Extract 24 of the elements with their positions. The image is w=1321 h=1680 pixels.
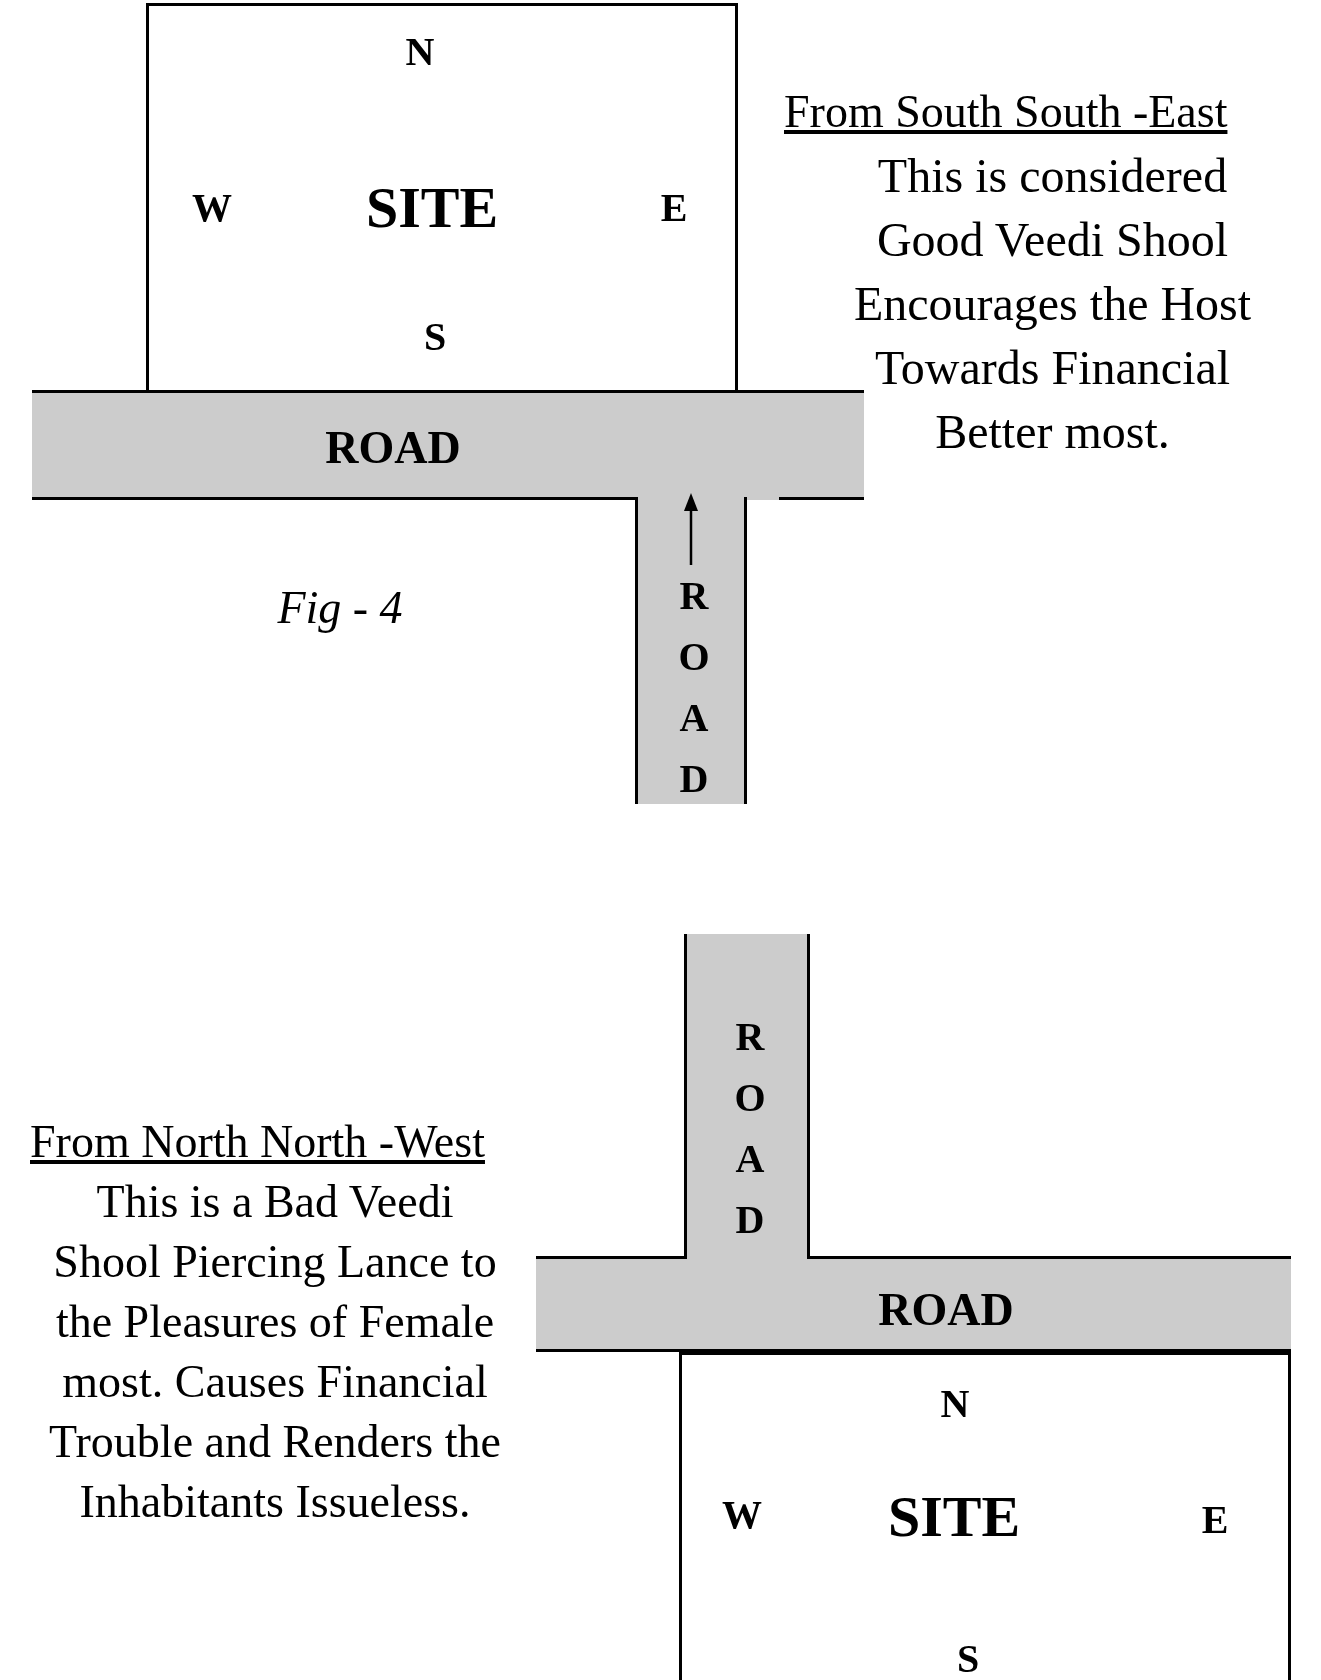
- compass-letter: W: [192, 183, 232, 231]
- compass-letter: S: [956, 1634, 980, 1680]
- note-text: This is a Bad Veedi Shool Piercing Lance to the Pleasures of Female most. Causes Financial Trouble and Renders the Inhabitants Issueless.: [48, 1175, 502, 1529]
- site-name: SITE: [887, 1482, 1021, 1550]
- figure-caption: Fig - 4: [276, 581, 404, 635]
- note-text: This is considered Good Veedi Shool Encourages the Host Towards Financial Better most.: [852, 148, 1253, 460]
- compass-letter: N: [940, 1379, 970, 1427]
- note-heading: From North North -West: [30, 1115, 486, 1169]
- compass-letter: W: [722, 1490, 762, 1538]
- site-name: SITE: [365, 173, 499, 241]
- road-name: ROAD: [325, 420, 461, 474]
- road-name: ROAD: [670, 573, 718, 817]
- note-heading: From South South -East: [784, 85, 1229, 139]
- road-band: [684, 934, 810, 1259]
- compass-letter: E: [660, 183, 688, 231]
- road-name: ROAD: [878, 1282, 1014, 1336]
- road-name: ROAD: [726, 1014, 774, 1258]
- road-band: [536, 1256, 1291, 1352]
- road-band: [32, 390, 864, 500]
- site-plot: [146, 3, 738, 393]
- compass-letter: N: [405, 27, 435, 75]
- compass-letter: S: [423, 312, 447, 360]
- compass-letter: E: [1201, 1495, 1229, 1543]
- site-plot: [679, 1352, 1291, 1680]
